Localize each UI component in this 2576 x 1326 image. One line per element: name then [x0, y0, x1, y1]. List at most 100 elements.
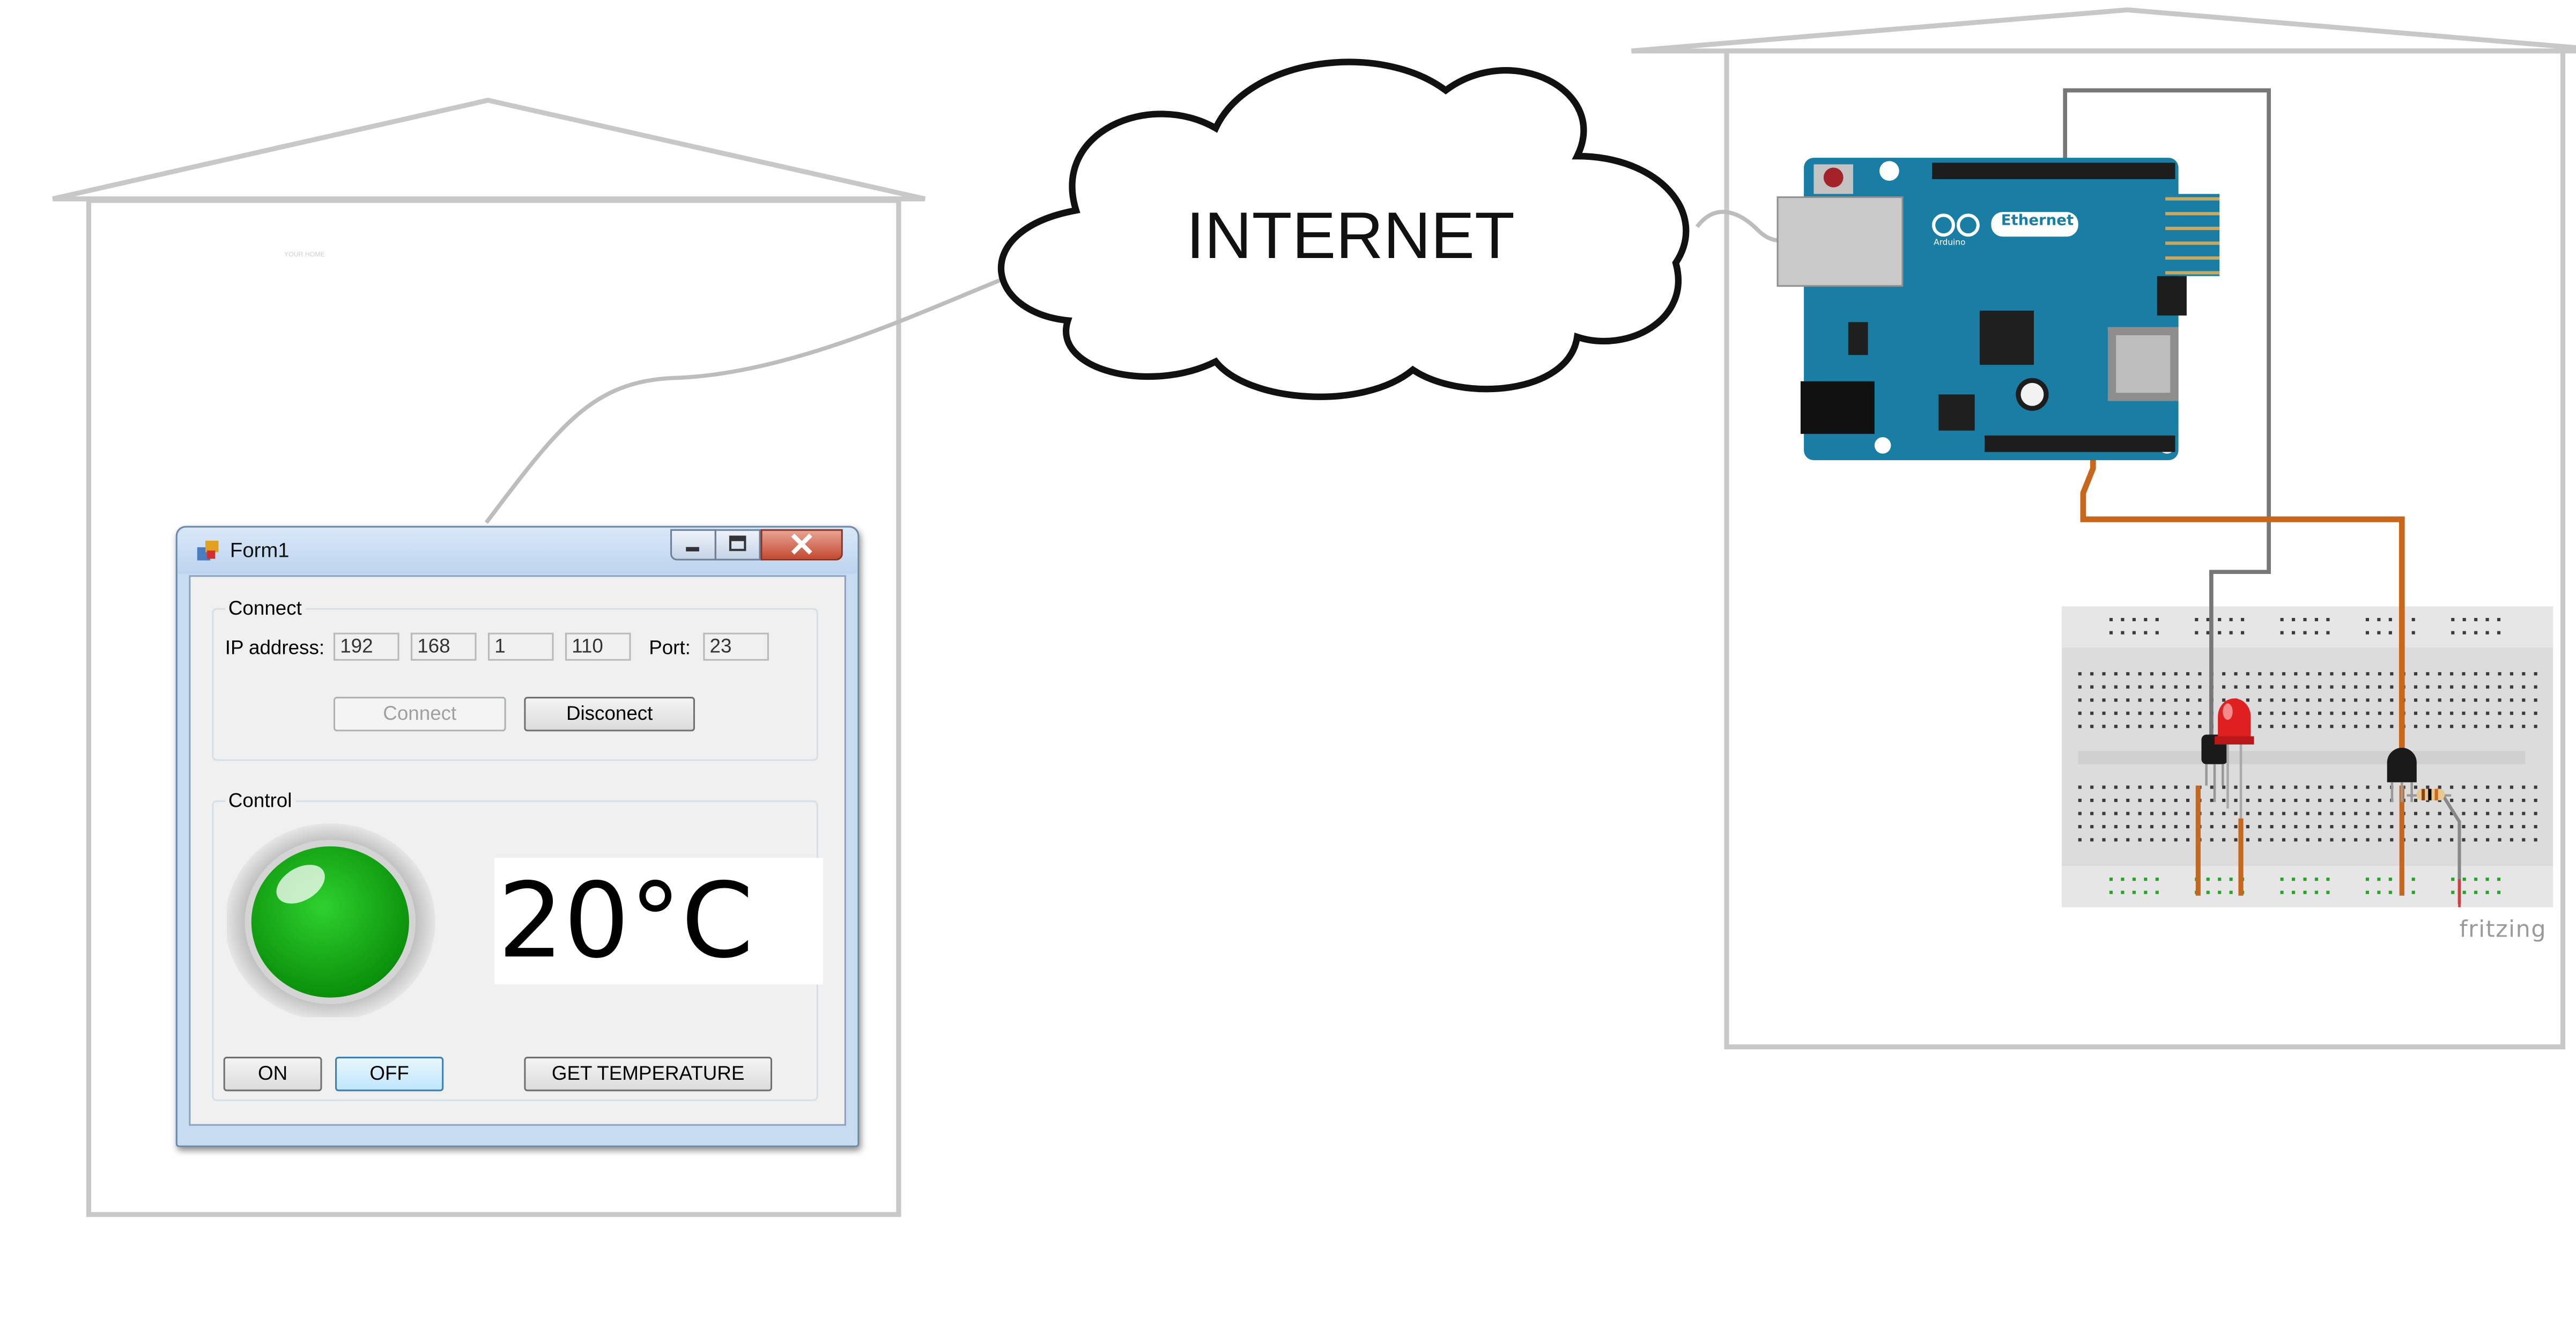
port-field[interactable]: 23 — [703, 632, 769, 661]
breadboard-hole — [2144, 878, 2148, 881]
gray-wire — [2063, 88, 2271, 748]
breadboard-hole — [2294, 812, 2298, 815]
connect-button[interactable]: Connect — [333, 697, 506, 732]
get-temperature-button[interactable]: GET TEMPERATURE — [524, 1057, 772, 1092]
breadboard-hole — [2342, 685, 2345, 689]
off-button[interactable]: OFF — [335, 1057, 444, 1092]
breadboard-hole — [2102, 698, 2106, 702]
minimize-button[interactable] — [670, 529, 716, 561]
breadboard-hole — [2462, 878, 2466, 881]
breadboard-hole — [2218, 878, 2222, 881]
breadboard-hole — [2451, 878, 2455, 881]
breadboard-hole — [2450, 785, 2454, 789]
ip-octet-1-field[interactable]: 192 — [333, 632, 399, 661]
breadboard-hole — [2497, 617, 2501, 622]
breadboard-hole — [2186, 799, 2190, 802]
breadboard-hole — [2314, 878, 2319, 881]
breadboard-hole — [2150, 799, 2154, 802]
breadboard-hole — [2162, 799, 2166, 802]
disconnect-button[interactable]: Disconect — [524, 697, 695, 732]
breadboard-hole — [2246, 685, 2249, 689]
breadboard-hole — [2162, 812, 2166, 815]
breadboard-hole — [2318, 725, 2322, 728]
breadboard-hole — [2485, 617, 2489, 622]
ip-octet-3-field[interactable]: 1 — [487, 632, 554, 661]
breadboard-hole — [2462, 617, 2466, 622]
breadboard-hole — [2462, 825, 2466, 829]
breadboard-hole — [2186, 698, 2190, 702]
breadboard-hole — [2126, 672, 2130, 676]
breadboard-hole — [2377, 631, 2381, 635]
breadboard-hole — [2534, 725, 2537, 728]
breadboard-hole — [2438, 725, 2441, 728]
window-titlebar[interactable]: Form1 — [177, 527, 858, 574]
breadboard-hole — [2450, 799, 2454, 802]
breadboard-hole — [2222, 838, 2226, 842]
ip-octet-2-field[interactable]: 168 — [410, 632, 477, 661]
breadboard-hole — [2258, 838, 2262, 842]
control-legend: Control — [225, 789, 295, 812]
breadboard-hole — [2438, 711, 2441, 715]
breadboard-hole — [2342, 698, 2345, 702]
breadboard-hole — [2195, 631, 2199, 635]
maximize-button[interactable] — [714, 529, 761, 561]
breadboard-hole — [2426, 838, 2430, 842]
breadboard-hole — [2294, 725, 2298, 728]
breadboard-hole — [2330, 698, 2334, 702]
breadboard-hole — [2162, 725, 2166, 728]
breadboard-hole — [2388, 890, 2392, 894]
breadboard-hole — [2078, 812, 2082, 815]
breadboard-hole — [2280, 878, 2284, 881]
breadboard-hole — [2114, 799, 2118, 802]
breadboard-hole — [2234, 825, 2238, 829]
port-label: Port: — [649, 636, 691, 659]
breadboard-hole — [2438, 672, 2441, 676]
breadboard-hole — [2342, 711, 2345, 715]
breadboard-hole — [2282, 812, 2286, 815]
breadboard-hole — [2162, 685, 2166, 689]
breadboard-hole — [2222, 785, 2226, 789]
breadboard-hole — [2411, 631, 2415, 635]
breadboard-hole — [2438, 838, 2441, 842]
breadboard-hole — [2534, 711, 2537, 715]
breadboard-hole — [2510, 725, 2514, 728]
breadboard-hole — [2138, 725, 2142, 728]
breadboard-hole — [2318, 799, 2322, 802]
breadboard-hole — [2354, 725, 2358, 728]
ip-octet-4-field[interactable]: 110 — [565, 632, 631, 661]
breadboard-hole — [2414, 799, 2418, 802]
breadboard-hole — [2174, 672, 2178, 676]
window-title: Form1 — [230, 539, 290, 562]
breadboard-hole — [2206, 617, 2210, 622]
breadboard-hole — [2210, 838, 2214, 842]
breadboard-hole — [2486, 812, 2490, 815]
breadboard-hole — [2282, 785, 2286, 789]
breadboard-hole — [2390, 825, 2394, 829]
breadboard-hole — [2306, 785, 2309, 789]
breadboard-hole — [2234, 785, 2238, 789]
network-line-left — [484, 277, 1003, 524]
breadboard-hole — [2246, 799, 2249, 802]
breadboard-hole — [2258, 825, 2262, 829]
red-led — [2215, 698, 2254, 819]
breadboard-hole — [2186, 725, 2190, 728]
breadboard-hole — [2330, 812, 2334, 815]
breadboard-hole — [2326, 878, 2330, 881]
breadboard-hole — [2462, 698, 2466, 702]
breadboard-hole — [2222, 825, 2226, 829]
breadboard-hole — [2438, 812, 2441, 815]
breadboard-hole — [2314, 890, 2319, 894]
breadboard-hole — [2462, 890, 2466, 894]
breadboard-hole — [2138, 711, 2142, 715]
breadboard-hole — [2366, 725, 2370, 728]
breadboard-hole — [2078, 725, 2082, 728]
breadboard-hole — [2354, 812, 2358, 815]
breadboard-hole — [2411, 878, 2415, 881]
arduino-brand-label: Arduino — [1934, 238, 1966, 248]
breadboard-hole — [2109, 890, 2113, 894]
breadboard-hole — [2114, 785, 2118, 789]
on-button[interactable]: ON — [223, 1057, 322, 1092]
breadboard-hole — [2485, 878, 2489, 881]
breadboard-hole — [2450, 672, 2454, 676]
close-button[interactable] — [760, 529, 843, 561]
